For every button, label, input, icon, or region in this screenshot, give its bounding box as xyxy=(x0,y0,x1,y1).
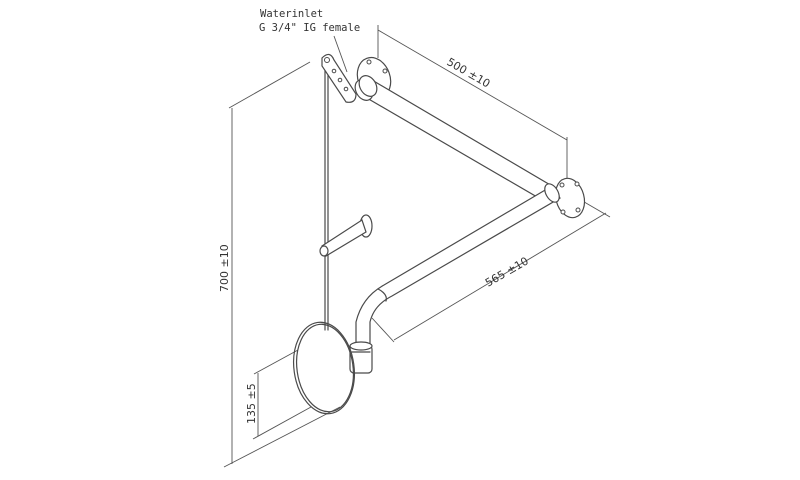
water-inlet-leader-line xyxy=(333,35,348,73)
extension-line xyxy=(371,317,395,343)
extension-line xyxy=(252,406,312,440)
water-inlet-label-line1: Waterinlet xyxy=(260,8,323,20)
dimension-lower-arm-text: 565 ±10 xyxy=(483,254,531,289)
water-inlet-label: Waterinlet G 3/4" IG female xyxy=(259,8,360,73)
upper-arm-pipe xyxy=(354,75,553,202)
dimension-line xyxy=(377,29,568,141)
extension-line xyxy=(223,406,341,468)
lower-arm-pipe xyxy=(355,183,561,346)
dimension-head-height-text: 135 ±5 xyxy=(245,383,258,424)
dimension-line xyxy=(393,212,607,341)
dimension-total-height-text: 700 ±10 xyxy=(218,244,231,292)
water-inlet-label-line2: G 3/4" IG female xyxy=(259,22,360,34)
extension-line xyxy=(228,61,311,109)
shower-head-connector xyxy=(349,341,373,374)
rod-guide-bracket xyxy=(319,214,373,257)
extension-line xyxy=(253,349,299,375)
shower-head xyxy=(293,321,355,415)
pull-rod xyxy=(324,61,329,331)
dimension-head-height: 135 ±5 xyxy=(245,349,312,440)
dimension-total-height: 700 ±10 xyxy=(218,61,341,468)
pull-lever xyxy=(321,53,357,103)
